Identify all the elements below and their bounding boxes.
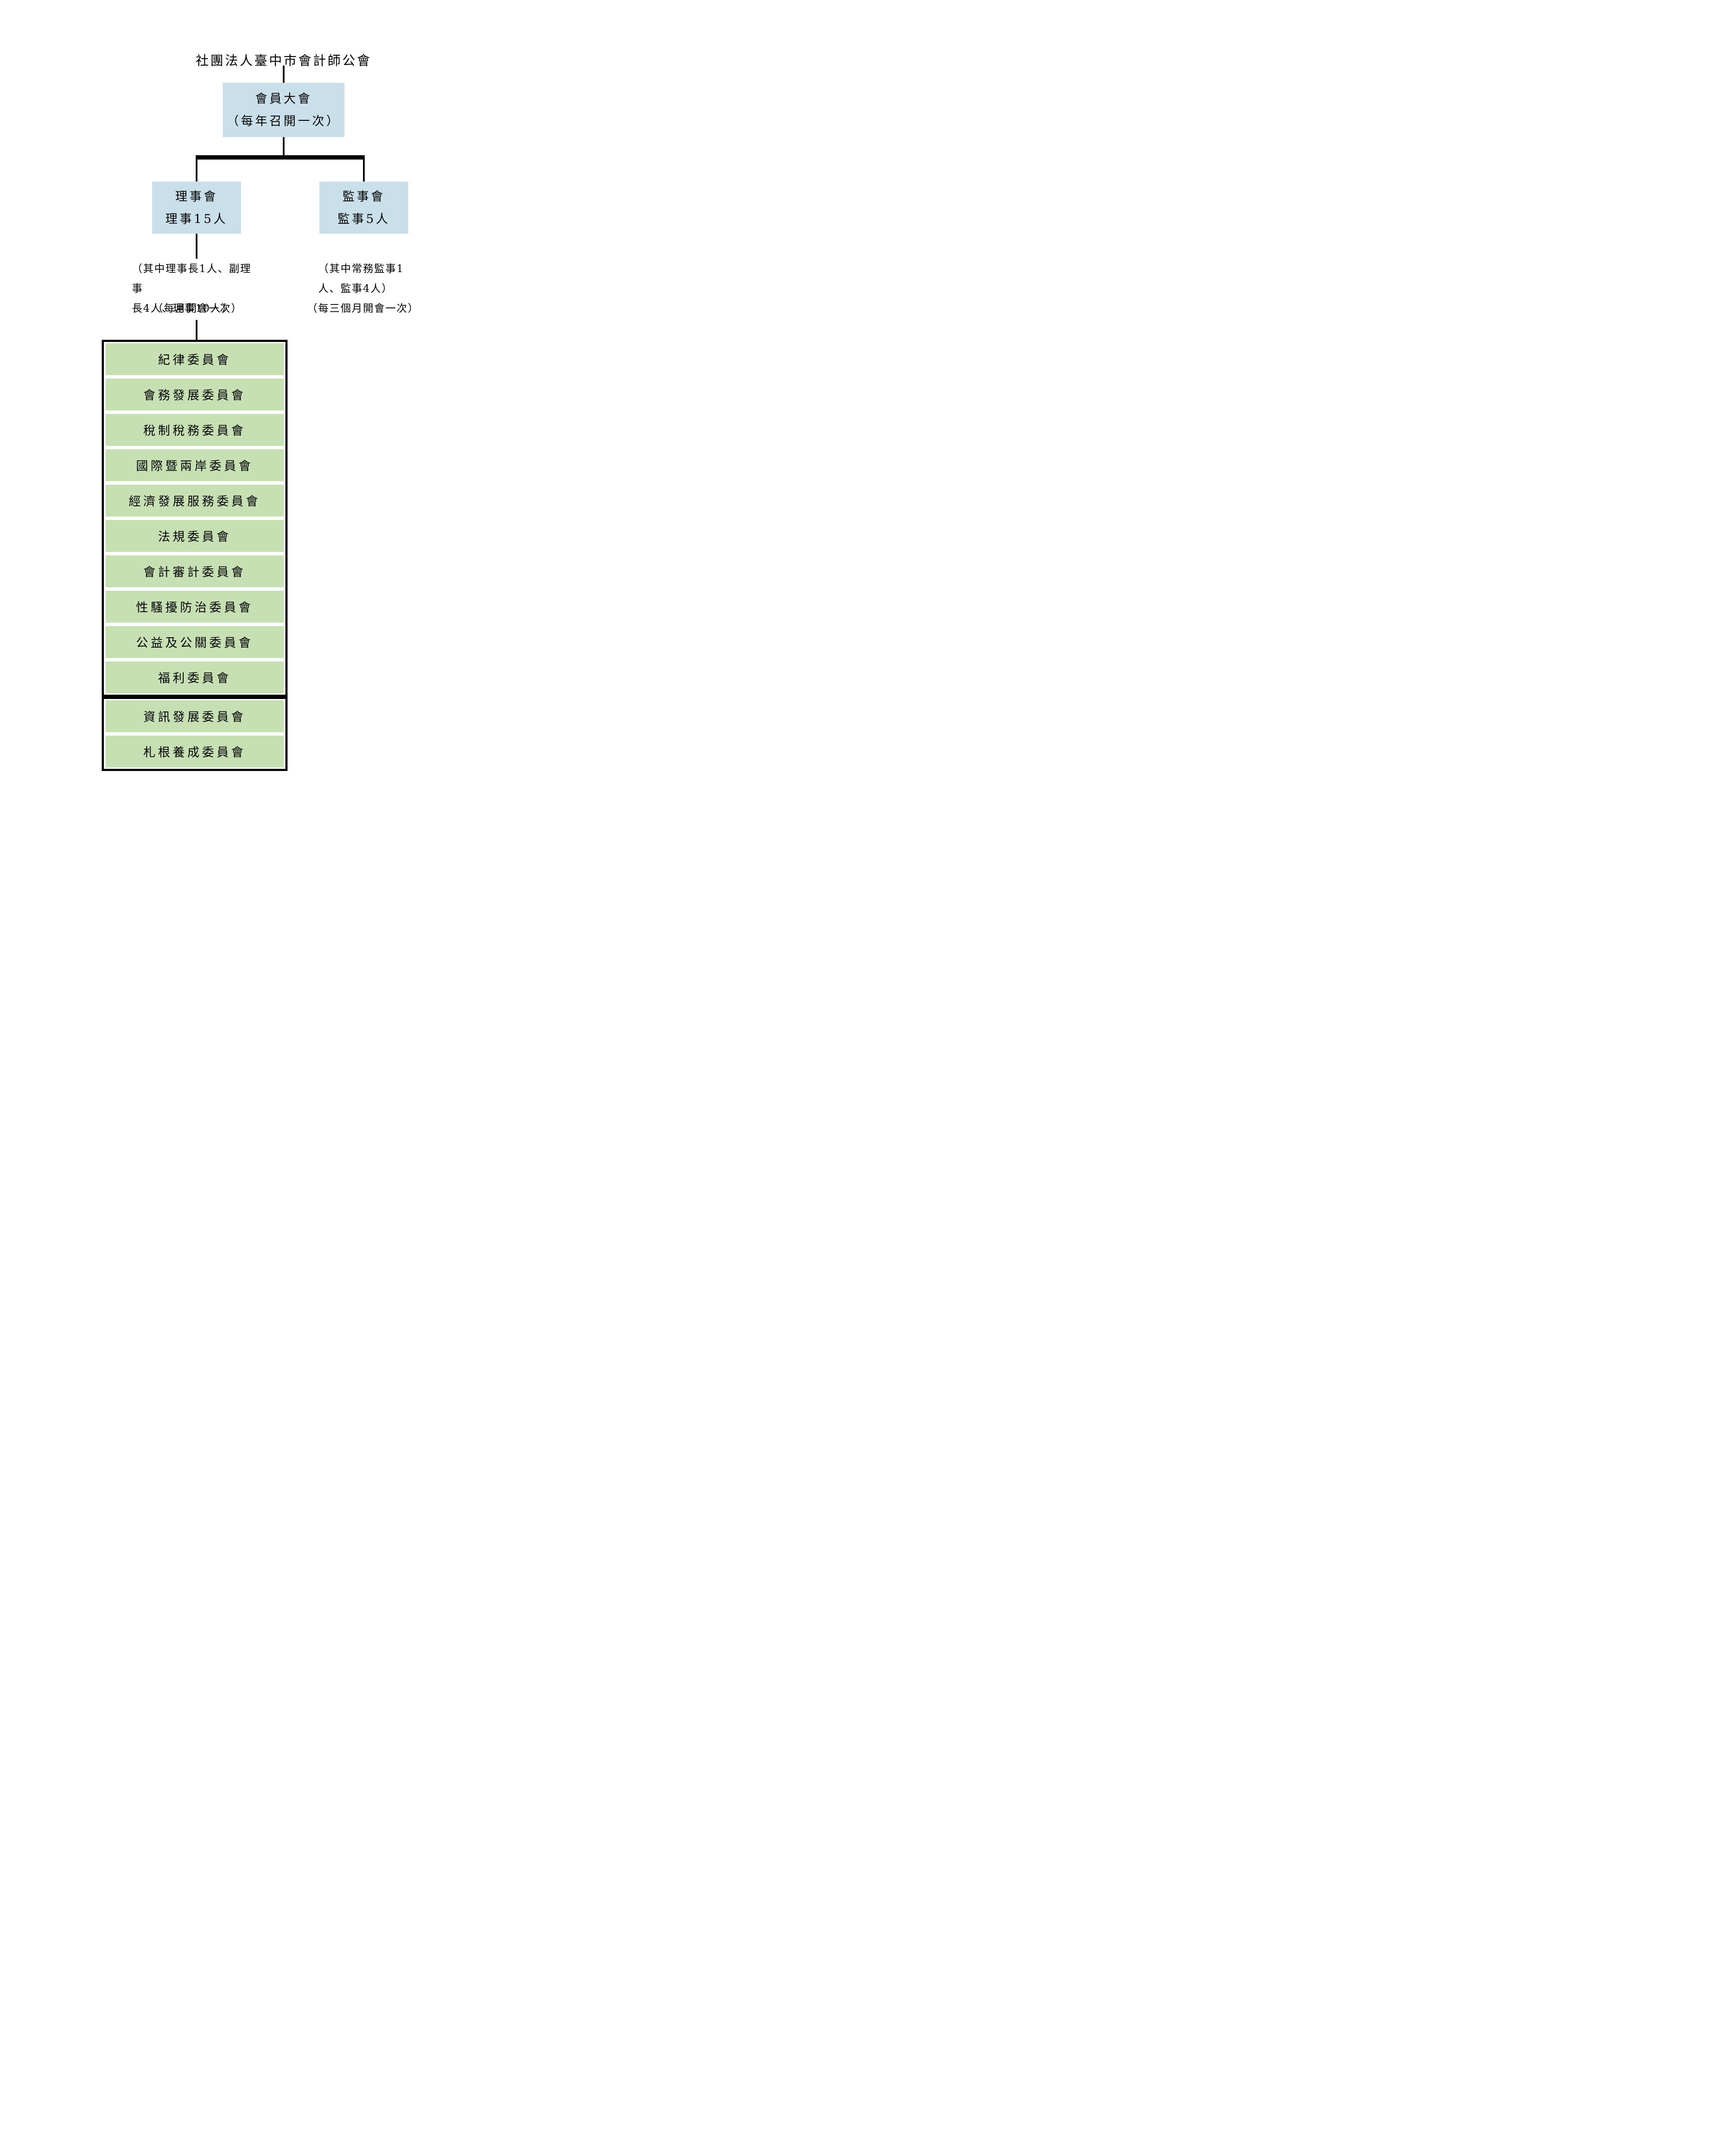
committee-row: 資訊發展委員會 [106, 700, 284, 732]
connector-branch-bar [196, 155, 365, 160]
general-assembly-name: 會員大會 [255, 91, 312, 106]
supervisors-meeting-note: （每三個月開會一次） [307, 302, 419, 314]
directors-name: 理事會 [175, 189, 218, 204]
supervisors-composition-note: （其中常務監事1 人、監事4人） [318, 259, 426, 298]
directors-members: 理事15人 [165, 211, 228, 226]
supervisors-composition-line2: 人、監事4人） [318, 282, 393, 295]
committee-row: 法規委員會 [106, 520, 284, 552]
node-board-of-directors: 理事會 理事15人 [152, 182, 241, 234]
supervisors-name: 監事會 [342, 189, 385, 204]
committee-row: 公益及公關委員會 [106, 626, 284, 658]
committee-row: 會計審計委員會 [106, 555, 284, 587]
directors-composition-line2: 長4人、理事10人） [132, 302, 233, 314]
committee-group-1: 紀律委員會 會務發展委員會 稅制稅務委員會 國際暨兩岸委員會 經濟發展服務委員會… [102, 340, 288, 697]
general-assembly-frequency: （每年召開一次） [226, 114, 341, 128]
directors-meeting-note: （每月開會一次） [153, 302, 242, 314]
connector-directors-to-note [196, 234, 197, 259]
committee-row: 札根養成委員會 [106, 736, 284, 768]
committee-group-2: 資訊發展委員會 札根養成委員會 [102, 697, 288, 771]
directors-composition-note: （其中理事長1人、副理事 長4人、理事10人） [132, 259, 253, 318]
node-general-assembly: 會員大會 （每年召開一次） [223, 83, 344, 137]
committee-row: 國際暨兩岸委員會 [106, 449, 284, 481]
connector-title-to-assembly [283, 66, 285, 83]
committee-row: 性騷擾防治委員會 [106, 591, 284, 623]
connector-note-to-committees [196, 320, 197, 340]
directors-composition-line1: （其中理事長1人、副理事 [132, 263, 252, 295]
committee-row: 經濟發展服務委員會 [106, 485, 284, 517]
committee-row: 紀律委員會 [106, 343, 284, 375]
connector-assembly-to-branch [283, 137, 285, 156]
node-board-of-supervisors: 監事會 監事5人 [319, 182, 408, 234]
connector-branch-to-directors [196, 159, 197, 182]
committee-row: 會務發展委員會 [106, 379, 284, 411]
connector-branch-to-supervisors [363, 159, 365, 182]
committee-row: 稅制稅務委員會 [106, 414, 284, 446]
committee-row: 福利委員會 [106, 661, 284, 693]
org-chart-page: 社團法人臺中市會計師公會 會員大會 （每年召開一次） 理事會 理事15人 監事會… [0, 0, 570, 807]
supervisors-members: 監事5人 [338, 211, 390, 226]
supervisors-composition-line1: （其中常務監事1 [318, 263, 404, 275]
